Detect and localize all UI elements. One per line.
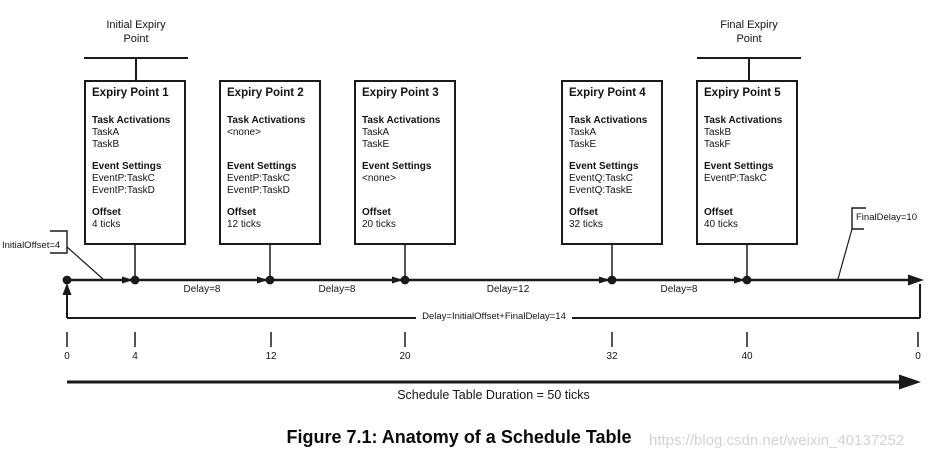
watermark: https://blog.csdn.net/weixin_40137252 [649,432,905,449]
tick-label-4: 4 [132,351,138,362]
expiry-point-box-4: Expiry Point 4 Task Activations TaskA Ta… [561,80,663,245]
task-item: TaskA [362,127,390,138]
task-item: TaskE [569,139,597,150]
final-expiry-line1: Final Expiry [720,19,778,31]
task-item: TaskB [704,127,732,138]
figure-caption: Figure 7.1: Anatomy of a Schedule Table [286,427,632,447]
offset-header: Offset [92,207,121,218]
event-item: EventQ:TaskC [569,173,633,184]
task-item: TaskB [92,139,120,150]
event-item: EventP:TaskC [227,173,290,184]
tick-label-12: 12 [265,351,277,362]
delay-label: Delay=12 [486,284,530,295]
initial-expiry-line2: Point [123,33,149,45]
final-expiry-point-label: Final Expiry Point [697,18,801,46]
final-expiry-tbar [697,57,801,80]
tick-label-wrap-0: 0 [915,351,921,362]
delay-arrowheads [122,276,745,284]
event-item: <none> [362,173,396,184]
timeline-end-arrowhead [908,274,924,286]
event-item [362,185,448,197]
offset-header: Offset [227,207,256,218]
tick-label-0: 0 [64,351,70,362]
event-item: EventP:TaskD [227,185,290,196]
final-delay-callout-bracket [837,207,866,280]
event-item: EventP:TaskC [92,173,155,184]
initial-expiry-line1: Initial Expiry [106,19,166,31]
event-item: EventP:TaskD [92,185,155,196]
task-activations-header: Task Activations [362,115,441,126]
wrap-start-up-arrowhead [62,283,72,295]
tick-label-32: 32 [606,351,618,362]
event-settings-header: Event Settings [92,161,162,172]
expiry-point-title: Expiry Point 1 [92,87,169,99]
event-settings-header: Event Settings [704,161,774,172]
tick-marks [66,332,919,347]
event-item: EventP:TaskC [704,173,767,184]
event-settings-header: Event Settings [362,161,432,172]
task-item: TaskE [362,139,390,150]
task-activations-header: Task Activations [227,115,306,126]
box-connectors [134,245,748,279]
offset-value: 32 ticks [569,219,603,230]
final-delay-label: FinalDelay=10 [856,212,917,223]
expiry-point-box-2: Expiry Point 2 Task Activations <none> E… [219,80,321,245]
initial-expiry-tbar [84,57,188,80]
offset-value: 20 ticks [362,219,396,230]
task-activations-header: Task Activations [92,115,171,126]
event-settings-header: Event Settings [227,161,297,172]
delay-label: Delay=8 [318,284,356,295]
offset-value: 40 ticks [704,219,738,230]
event-item [704,185,790,197]
task-item: <none> [227,127,261,138]
tick-label-40: 40 [741,351,753,362]
tick-label-20: 20 [399,351,411,362]
wraparound-delay-label: Delay=InitialOffset+FinalDelay=14 [416,311,572,322]
timeline-dots [62,275,752,285]
delay-label: Delay=8 [660,284,698,295]
expiry-point-title: Expiry Point 4 [569,87,646,99]
initial-offset-label: InitialOffset=4 [2,240,61,251]
offset-value: 4 ticks [92,219,121,230]
initial-offset-callout-bracket [50,230,104,280]
expiry-point-box-5: Expiry Point 5 Task Activations TaskB Ta… [696,80,798,245]
task-item: TaskF [704,139,731,150]
offset-header: Offset [362,207,391,218]
offset-header: Offset [704,207,733,218]
task-item [227,139,313,151]
event-settings-header: Event Settings [569,161,639,172]
initial-expiry-point-label: Initial Expiry Point [84,18,188,46]
expiry-point-title: Expiry Point 2 [227,87,304,99]
offset-header: Offset [569,207,598,218]
duration-arrowhead [899,374,921,390]
offset-value: 12 ticks [227,219,261,230]
delay-label: Delay=8 [183,284,221,295]
expiry-point-title: Expiry Point 3 [362,87,439,99]
expiry-point-box-1: Expiry Point 1 Task Activations TaskA Ta… [84,80,186,245]
event-item: EventQ:TaskE [569,185,633,196]
task-item: TaskA [569,127,597,138]
duration-label: Schedule Table Duration = 50 ticks [397,388,590,402]
final-expiry-line2: Point [736,33,762,45]
task-activations-header: Task Activations [569,115,648,126]
expiry-point-box-3: Expiry Point 3 Task Activations TaskA Ta… [354,80,456,245]
expiry-point-title: Expiry Point 5 [704,87,781,99]
task-activations-header: Task Activations [704,115,783,126]
task-item: TaskA [92,127,120,138]
